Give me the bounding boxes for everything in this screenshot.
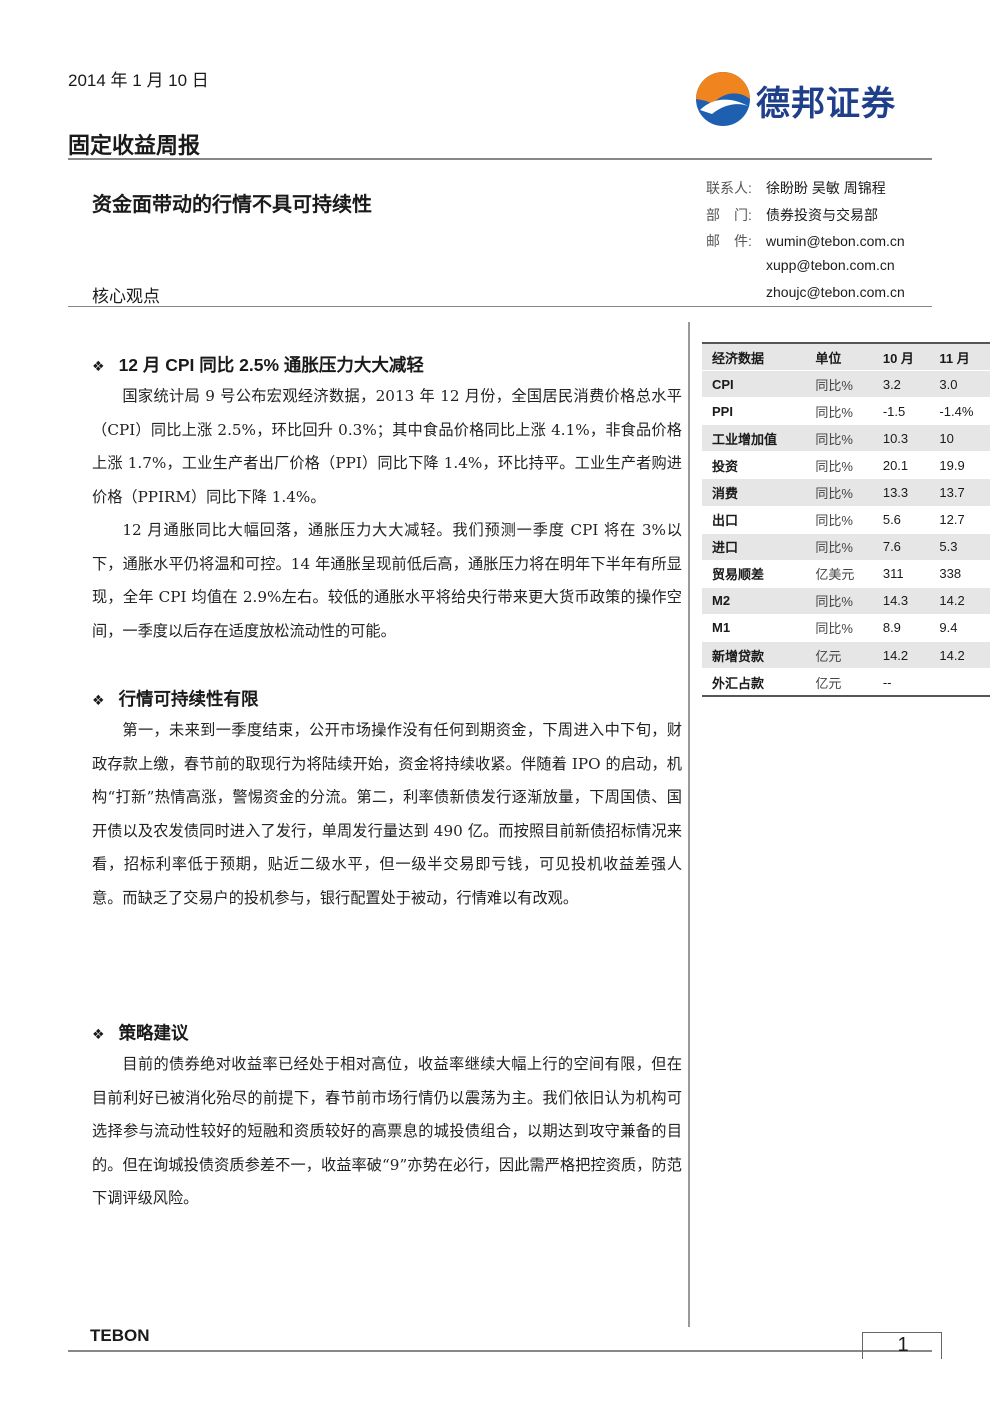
- nov-value-cell: 9.4: [929, 614, 990, 643]
- diamond-bullet-icon: ❖: [92, 358, 105, 374]
- tebon-logo: 德邦证券: [694, 70, 914, 130]
- diamond-bullet-icon: ❖: [92, 1026, 105, 1042]
- indicator-cell: 出口: [702, 506, 806, 534]
- section-body-cpi: 国家统计局 9 号公布宏观经济数据，2013 年 12 月份，全国居民消费价格总…: [92, 380, 682, 648]
- page-title: 资金面带动的行情不具可持续性: [92, 194, 372, 216]
- oct-value-cell: 8.9: [872, 614, 930, 643]
- oct-value-cell: 311: [872, 560, 930, 588]
- unit-cell: 亿元: [805, 668, 873, 698]
- unit-cell: 同比%: [805, 370, 873, 399]
- contact-email: 邮 件:wumin@tebon.com.cn: [706, 233, 905, 249]
- column-header: 经济数据: [702, 342, 806, 372]
- nov-value-cell: 10: [929, 424, 990, 453]
- unit-cell: 同比%: [805, 424, 873, 453]
- section-body-strategy: 目前的债券绝对收益率已经处于相对高位，收益率继续大幅上行的空间有限，但在目前利好…: [92, 1048, 682, 1216]
- oct-value-cell: --: [872, 668, 930, 698]
- indicator-cell: 外汇占款: [702, 668, 806, 698]
- unit-cell: 同比%: [805, 478, 873, 507]
- indicator-cell: 工业增加值: [702, 424, 806, 453]
- section-body-sustainability: 第一，未来到一季度结束，公开市场操作没有任何到期资金，下周进入中下旬，财政存款上…: [92, 714, 682, 915]
- email-link[interactable]: zhoujc@tebon.com.cn: [766, 284, 905, 300]
- report-date: 2014 年 1 月 10 日: [68, 71, 209, 90]
- column-header: 11 月: [929, 342, 990, 372]
- core-view-label: 核心观点: [92, 287, 160, 306]
- section-divider: [68, 306, 932, 307]
- nov-value-cell: -1.4%: [929, 397, 990, 426]
- column-header: 10 月: [872, 342, 930, 372]
- nov-value-cell: [929, 668, 990, 698]
- report-type: 固定收益周报: [68, 133, 201, 158]
- indicator-cell: CPI: [702, 370, 806, 399]
- unit-cell: 同比%: [805, 397, 873, 426]
- oct-value-cell: 14.3: [872, 587, 930, 615]
- unit-cell: 亿元: [805, 641, 873, 670]
- email-link[interactable]: xupp@tebon.com.cn: [766, 257, 895, 273]
- unit-cell: 亿美元: [805, 560, 873, 588]
- page-number-box: [862, 1332, 942, 1359]
- table-row: 外汇占款亿元--: [702, 668, 990, 698]
- indicator-cell: 消费: [702, 478, 806, 507]
- oct-value-cell: -1.5: [872, 397, 930, 426]
- oct-value-cell: 13.3: [872, 478, 930, 507]
- section-heading-sustainability: ❖行情可持续性有限: [92, 689, 259, 709]
- footer-company: TEBON: [90, 1326, 150, 1345]
- paragraph: 第一，未来到一季度结束，公开市场操作没有任何到期资金，下周进入中下旬，财政存款上…: [92, 721, 682, 907]
- brand-name: 德邦证券: [756, 85, 896, 123]
- nov-value-cell: 12.7: [929, 506, 990, 534]
- column-header: 单位: [805, 342, 873, 372]
- column-divider: [688, 322, 690, 1327]
- unit-cell: 同比%: [805, 533, 873, 561]
- oct-value-cell: 7.6: [872, 533, 930, 561]
- nov-value-cell: 3.0: [929, 370, 990, 399]
- header-divider: [68, 158, 932, 160]
- table-header-row: 经济数据 单位 10 月 11 月: [702, 342, 990, 372]
- page-number: 1: [897, 1334, 909, 1356]
- indicator-cell: PPI: [702, 397, 806, 426]
- indicator-cell: 新增贷款: [702, 641, 806, 670]
- oct-value-cell: 5.6: [872, 506, 930, 534]
- unit-cell: 同比%: [805, 614, 873, 643]
- oct-value-cell: 10.3: [872, 424, 930, 453]
- contact-dept: 部 门:债券投资与交易部: [706, 207, 878, 223]
- indicator-cell: 进口: [702, 533, 806, 561]
- diamond-bullet-icon: ❖: [92, 692, 105, 708]
- nov-value-cell: 338: [929, 560, 990, 588]
- paragraph: 12 月通胀同比大幅回落，通胀压力大大减轻。我们预测一季度 CPI 将在 3%以…: [92, 521, 682, 640]
- unit-cell: 同比%: [805, 506, 873, 534]
- oct-value-cell: 14.2: [872, 641, 930, 670]
- indicator-cell: 贸易顺差: [702, 560, 806, 588]
- paragraph: 目前的债券绝对收益率已经处于相对高位，收益率继续大幅上行的空间有限，但在目前利好…: [92, 1055, 682, 1207]
- oct-value-cell: 20.1: [872, 451, 930, 480]
- indicator-cell: 投资: [702, 451, 806, 480]
- section-heading-cpi: ❖12 月 CPI 同比 2.5% 通胀压力大大减轻: [92, 355, 424, 375]
- oct-value-cell: 3.2: [872, 370, 930, 399]
- nov-value-cell: 14.2: [929, 641, 990, 670]
- email-link[interactable]: wumin@tebon.com.cn: [766, 233, 905, 249]
- nov-value-cell: 19.9: [929, 451, 990, 480]
- indicator-cell: M2: [702, 587, 806, 615]
- nov-value-cell: 14.2: [929, 587, 990, 615]
- nov-value-cell: 5.3: [929, 533, 990, 561]
- unit-cell: 同比%: [805, 451, 873, 480]
- paragraph: 国家统计局 9 号公布宏观经济数据，2013 年 12 月份，全国居民消费价格总…: [92, 387, 682, 506]
- nov-value-cell: 13.7: [929, 478, 990, 507]
- footer-divider: [68, 1350, 932, 1352]
- logo-mark-icon: [696, 72, 750, 126]
- contact-people: 联系人:徐盼盼 吴敏 周锦程: [706, 180, 886, 196]
- indicator-cell: M1: [702, 614, 806, 643]
- section-heading-strategy: ❖策略建议: [92, 1023, 189, 1043]
- unit-cell: 同比%: [805, 587, 873, 615]
